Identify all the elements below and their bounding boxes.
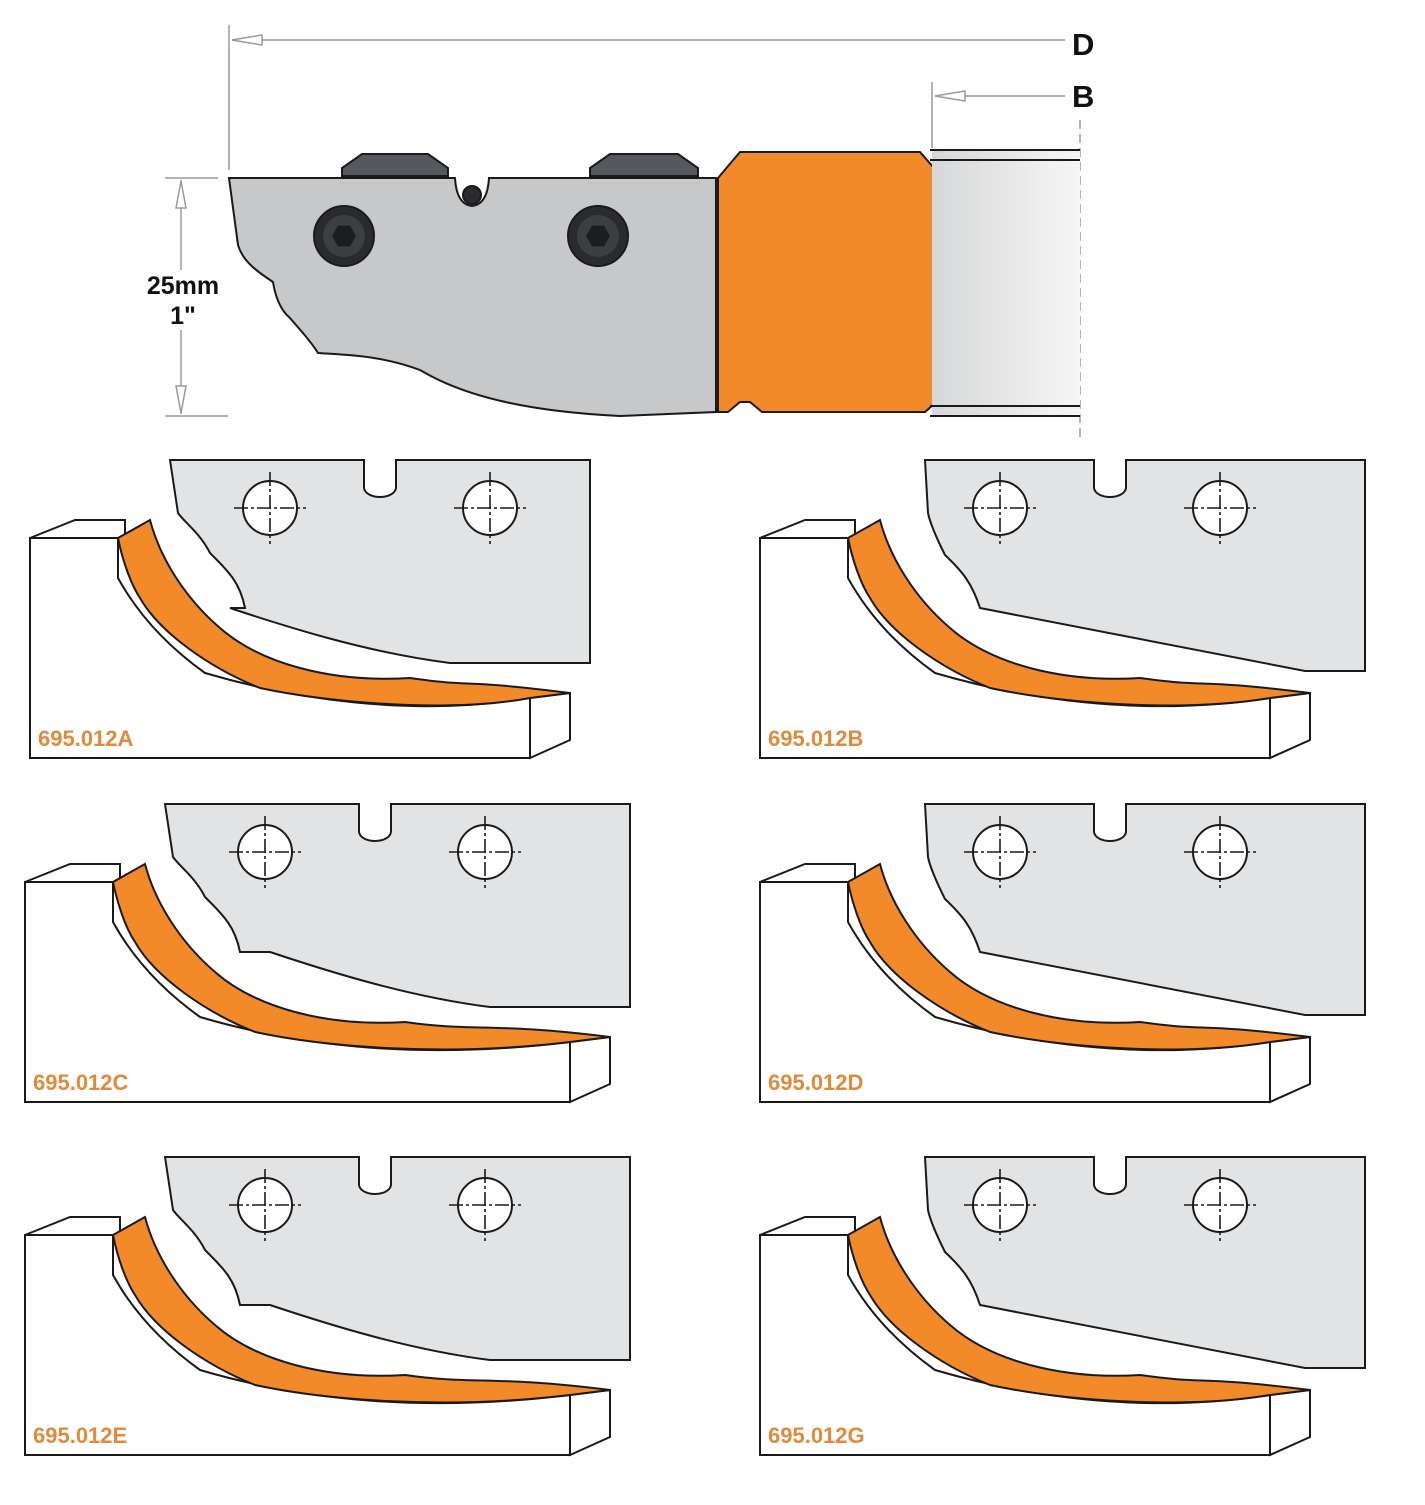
knife-clamps [341, 153, 699, 177]
profile-band [846, 518, 1311, 707]
bolt-hole-icon [964, 816, 1036, 888]
profile-code-label: 695.012A [38, 726, 134, 751]
height-inch-label: 1" [170, 302, 196, 330]
workpiece-end [569, 1388, 611, 1457]
tool-assembly: D B 25mm 1" [147, 25, 1094, 440]
bolt-hole-icon [1184, 816, 1256, 888]
bolt-hole-icon [234, 472, 306, 544]
knife-plate [923, 1156, 1366, 1369]
profile-band [846, 1215, 1311, 1404]
profile-panel: 695.012C [24, 803, 631, 1104]
workpiece-top [29, 519, 126, 539]
workpiece-top [24, 863, 121, 883]
profile-panel: 695.012B [759, 459, 1366, 760]
hex-screw-left [313, 205, 375, 267]
bolt-hole-icon [449, 1169, 521, 1241]
profile-panel: 695.012E [24, 1156, 631, 1457]
profile-grid: 695.012A 695.012B 695.012C 695.012D 695.012E… [24, 459, 1366, 1457]
dimension-arrows [175, 34, 966, 414]
dimension-b-label: B [1072, 79, 1094, 114]
workpiece-end [1269, 1035, 1311, 1104]
height-mm-label: 25mm [147, 272, 219, 300]
profile-code-label: 695.012E [33, 1423, 127, 1448]
profile-band [116, 518, 571, 707]
workpiece-top [759, 1216, 856, 1236]
workpiece-end [1269, 1388, 1311, 1457]
profile-panel: 695.012G [759, 1156, 1366, 1457]
bolt-hole-icon [229, 816, 301, 888]
knife-plate [168, 459, 591, 664]
bolt-hole-icon [964, 472, 1036, 544]
knife-pin [462, 185, 482, 205]
workpiece-top [759, 519, 856, 539]
hex-screw-right [567, 205, 629, 267]
cutter-body [932, 150, 1080, 416]
bolt-hole-icon [229, 1169, 301, 1241]
workpiece-top [24, 1216, 121, 1236]
profile-band [111, 862, 611, 1051]
bolt-hole-icon [1184, 1169, 1256, 1241]
workpiece-end [529, 691, 571, 760]
knife-plate [163, 803, 631, 1008]
profile-code-label: 695.012C [33, 1070, 129, 1095]
bolt-hole-icon [454, 472, 526, 544]
profile-band [111, 1215, 611, 1404]
knife-plate [923, 803, 1366, 1016]
profile-code-label: 695.012D [768, 1070, 863, 1095]
bolt-hole-icon [964, 1169, 1036, 1241]
bolt-hole-icon [449, 816, 521, 888]
profile-code-label: 695.012G [768, 1423, 865, 1448]
profile-panel: 695.012D [759, 803, 1366, 1104]
knife-plate [923, 459, 1366, 672]
knife-plate [163, 1156, 631, 1361]
knife-body [227, 177, 717, 418]
workpiece-end [1269, 691, 1311, 760]
dimension-d-label: D [1072, 27, 1094, 62]
profile-band [846, 862, 1311, 1051]
profile-panel: 695.012A [29, 459, 591, 760]
workpiece-end [569, 1035, 611, 1104]
bolt-hole-icon [1184, 472, 1256, 544]
workpiece-top [759, 863, 856, 883]
orange-spacer [717, 151, 935, 413]
profile-code-label: 695.012B [768, 726, 863, 751]
